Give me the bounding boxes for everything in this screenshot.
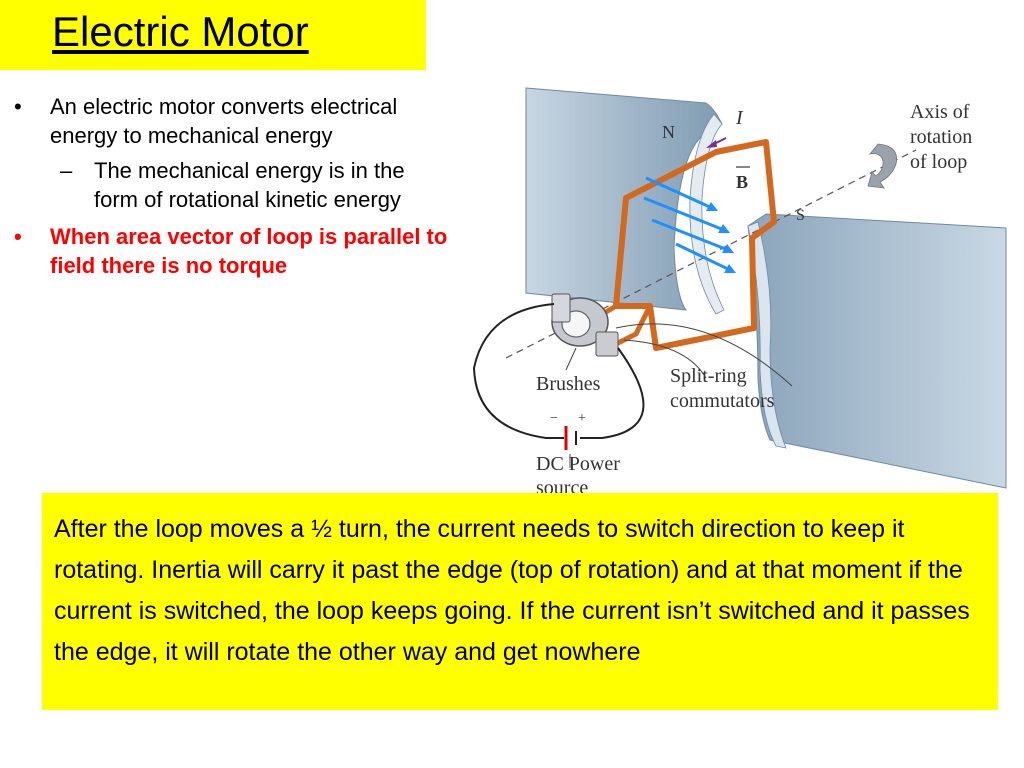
brushes-label: Brushes: [536, 373, 601, 395]
south-pole-face: [747, 221, 787, 449]
north-label: N: [662, 122, 675, 142]
current-arrowhead: [706, 140, 717, 148]
bullet-text-1: An electric motor converts electrical en…: [50, 94, 398, 148]
power-source-label: DC Power source: [536, 453, 625, 498]
current-loop: [613, 139, 777, 351]
leader-lines: [565, 323, 793, 468]
bullet-item-1: • An electric motor converts electrical …: [14, 92, 454, 150]
current-label: I: [735, 107, 744, 129]
sub-bullet-item-1: – The mechanical energy is in the form o…: [14, 156, 454, 214]
bullet-text-2: When area vector of loop is parallel to …: [50, 224, 448, 278]
south-magnet: [747, 213, 1007, 489]
field-label: B: [736, 172, 748, 192]
power-label-line-2: source: [536, 477, 588, 498]
axis-label-line-2: rotation: [910, 126, 972, 148]
explanation-callout: After the loop moves a ½ turn, the curre…: [42, 493, 998, 710]
brush-left: [551, 293, 571, 323]
slide-title: Electric Motor: [52, 8, 309, 55]
commutator-label-line-1: Split-ring: [670, 365, 747, 387]
motor-diagram: N S I B Axis of rotation of loop: [466, 48, 1016, 498]
callout-text: After the loop moves a ½ turn, the curre…: [54, 515, 970, 666]
commutator-label: Split-ring commutators: [670, 365, 775, 412]
title-banner: Electric Motor: [0, 0, 426, 70]
bullet-marker: •: [14, 224, 22, 249]
axis-label-line-1: Axis of: [910, 101, 970, 123]
sub-bullet-marker: –: [60, 158, 73, 183]
plus-sign: +: [578, 411, 586, 426]
commutator-label-line-2: commutators: [670, 390, 775, 412]
minus-sign: −: [550, 411, 558, 426]
circuit-wire: [472, 303, 645, 439]
bullet-list: • An electric motor converts electrical …: [14, 92, 454, 280]
axis-label: Axis of rotation of loop: [910, 101, 977, 173]
motor-diagram-svg: N S I B Axis of rotation of loop: [472, 87, 1007, 498]
power-label-line-1: DC Power: [536, 453, 620, 475]
bullet-item-2: • When area vector of loop is parallel t…: [14, 222, 454, 280]
bullet-marker: •: [14, 94, 22, 119]
field-arrows: [643, 176, 736, 273]
sub-bullet-text-1: The mechanical energy is in the form of …: [94, 158, 405, 212]
axis-label-line-3: of loop: [910, 151, 967, 173]
rotation-arrow-icon: [867, 143, 897, 189]
south-label: S: [796, 207, 805, 224]
brush-right: [595, 331, 619, 357]
